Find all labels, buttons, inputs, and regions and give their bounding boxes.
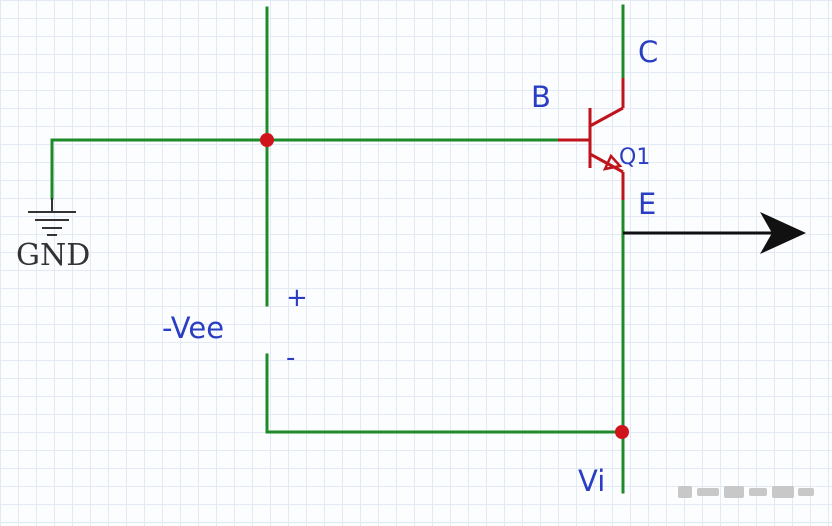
label-base: B (531, 80, 551, 114)
label-minus: - (286, 343, 295, 373)
label-collector: C (638, 35, 658, 69)
junction-dot-bottom (615, 425, 629, 439)
label-input: Vi (578, 464, 605, 498)
output-arrow-icon (623, 212, 806, 254)
label-ground: GND (16, 238, 90, 273)
label-plus: + (286, 283, 308, 313)
label-emitter: E (638, 187, 656, 221)
junction-dot-base (260, 133, 274, 147)
npn-transistor-icon (558, 78, 625, 200)
label-supply: -Vee (162, 311, 224, 345)
emitter-arrow-icon (602, 153, 623, 171)
watermark (678, 486, 814, 498)
label-transistor: Q1 (619, 145, 650, 170)
ground-symbol-icon (28, 198, 76, 236)
